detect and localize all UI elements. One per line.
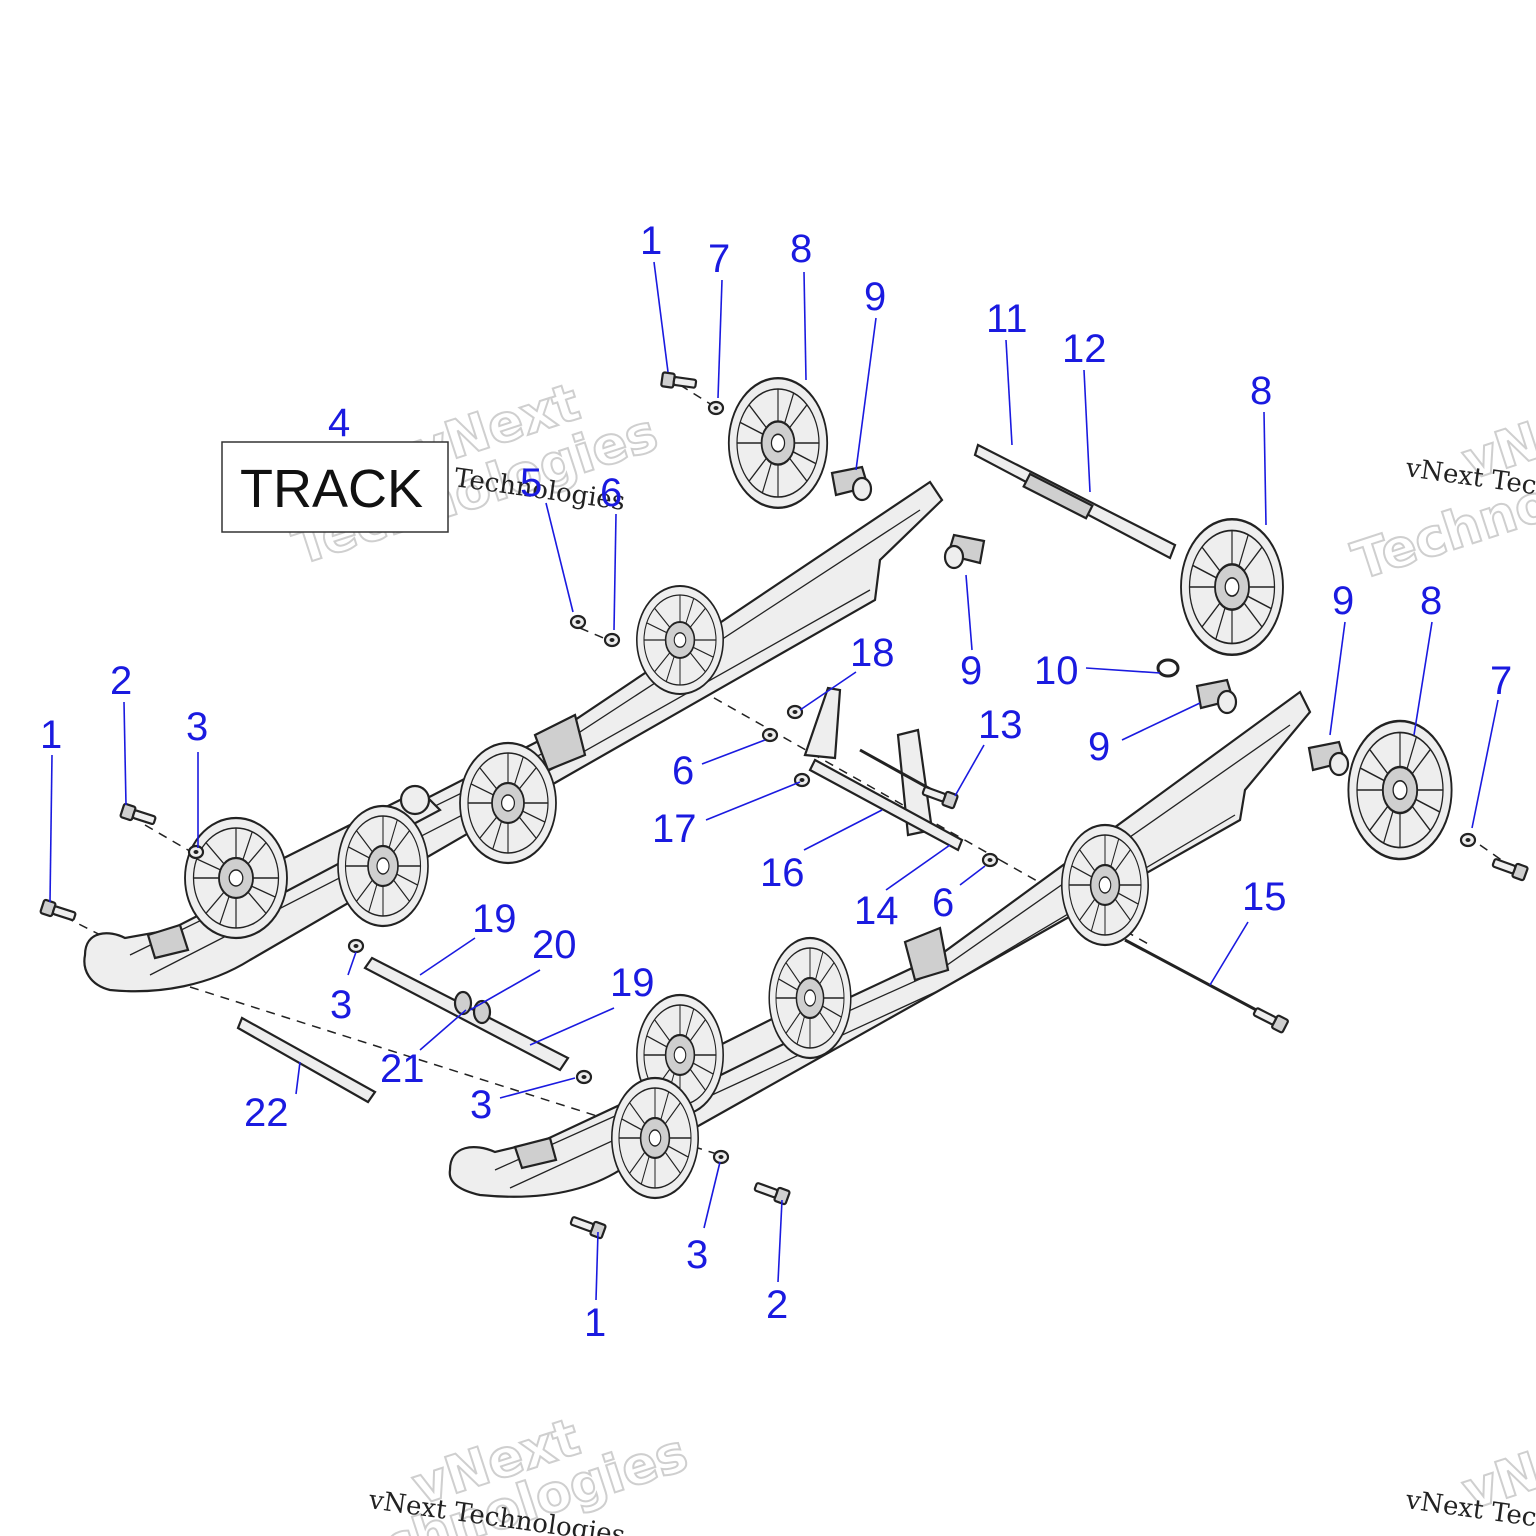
left-rail-assembly (83, 480, 944, 993)
upper-wheel-right (1179, 517, 1285, 657)
shaft-19 (363, 956, 570, 1072)
track-reference-box: TRACK (221, 441, 449, 533)
callout-1-left: 1 (40, 713, 62, 757)
callout-7-top: 7 (708, 237, 730, 281)
callout-19-upper: 19 (472, 897, 517, 941)
callout-8-top-right: 8 (1250, 369, 1272, 413)
callout-9-right: 9 (1332, 579, 1354, 623)
callout-6-lower: 6 (932, 881, 954, 925)
callout-14: 14 (854, 889, 899, 933)
watermark-top-right: vNext Technologies vNext Technologies (1344, 381, 1536, 593)
callout-1-top: 1 (640, 219, 662, 263)
callout-5: 5 (520, 461, 542, 505)
callout-7-right: 7 (1490, 659, 1512, 703)
watermark-bottom-center: vNext Technologies vNext Technologies (314, 1406, 695, 1536)
callout-17: 17 (652, 807, 697, 851)
shaft-22 (236, 1016, 377, 1104)
callout-3-bottom: 3 (686, 1233, 708, 1277)
track-label: TRACK (240, 459, 423, 519)
callout-3-middle: 3 (330, 983, 352, 1027)
callout-6-top: 6 (600, 471, 622, 515)
callout-8-top-left: 8 (790, 227, 812, 271)
long-bolt-15 (1124, 938, 1290, 1035)
callout-13: 13 (978, 703, 1023, 747)
callout-labels: 1 7 8 9 11 12 8 4 5 6 9 10 9 8 7 9 2 3 1… (40, 219, 1512, 1345)
callout-2-bottom: 2 (766, 1283, 788, 1327)
callout-3-lower: 3 (470, 1083, 492, 1127)
callout-10: 10 (1034, 649, 1079, 693)
callout-12: 12 (1062, 327, 1107, 371)
callout-11: 11 (986, 297, 1028, 341)
o-ring-10 (1156, 658, 1180, 678)
lower-right-wheel (1347, 719, 1453, 861)
fasteners (39, 371, 1530, 1240)
callout-19-lower: 19 (610, 961, 655, 1005)
callout-18: 18 (850, 631, 895, 675)
callout-9-middle: 9 (960, 649, 982, 693)
callout-8-right: 8 (1420, 579, 1442, 623)
callout-21: 21 (380, 1047, 425, 1091)
callout-4: 4 (328, 401, 350, 445)
callout-22: 22 (244, 1091, 289, 1135)
center-bracket (803, 686, 964, 852)
callout-16: 16 (760, 851, 805, 895)
callout-2-left: 2 (110, 659, 132, 703)
callout-9-right-lower: 9 (1088, 725, 1110, 769)
callout-3-left: 3 (186, 705, 208, 749)
watermark-bottom-right: vNext vNext Technologies (1403, 1411, 1536, 1536)
right-rail-assembly (448, 690, 1312, 1200)
upper-wheel-left (727, 377, 829, 509)
axle-shaft (973, 443, 1177, 560)
callout-leaders (49, 261, 1499, 1301)
callout-9-top: 9 (864, 275, 886, 319)
callout-1-bottom: 1 (584, 1301, 606, 1345)
callout-20: 20 (532, 923, 577, 967)
callout-15: 15 (1242, 875, 1287, 919)
callout-6-middle: 6 (672, 749, 694, 793)
